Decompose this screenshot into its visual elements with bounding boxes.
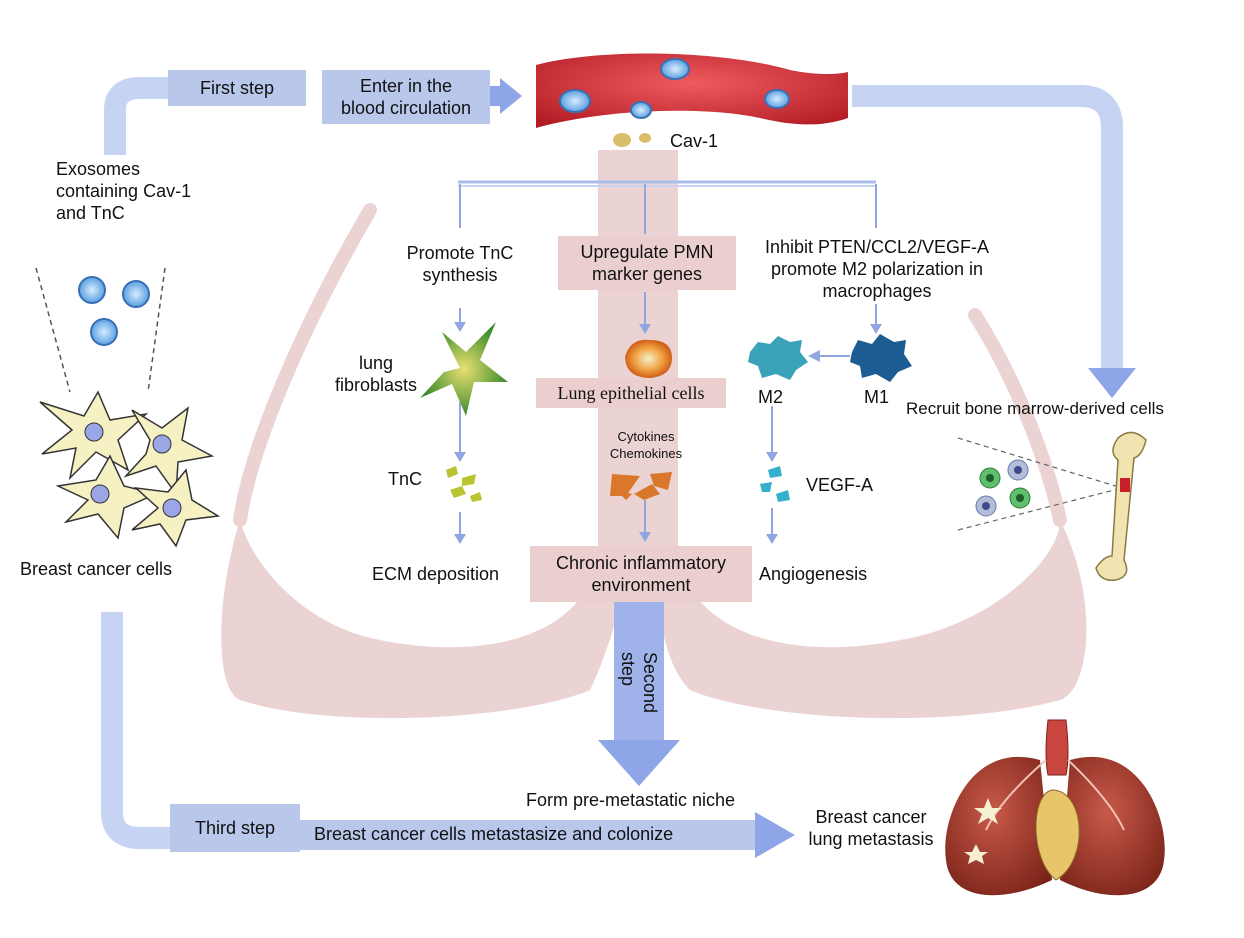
vessel-exosome bbox=[764, 89, 790, 109]
flow-right-head bbox=[1088, 368, 1136, 398]
enter-circulation-box: Enter in the blood circulation bbox=[322, 70, 490, 124]
vegfa-label: VEGF-A bbox=[806, 475, 874, 495]
m2-label: M2 bbox=[758, 387, 784, 407]
lung-epithelial-cell bbox=[625, 339, 672, 378]
third-arrow-shaft bbox=[300, 820, 755, 850]
femur-bone bbox=[1095, 431, 1147, 581]
second-step-label: Second step bbox=[618, 652, 660, 714]
thin-arrows bbox=[454, 292, 882, 544]
breast-cancer-cells bbox=[39, 390, 221, 548]
first-step-box: First step bbox=[168, 70, 306, 106]
cytokines-label: Cytokines Chemokines bbox=[609, 429, 683, 461]
free-exosomes bbox=[78, 276, 150, 346]
cav1-label: Cav-1 bbox=[670, 131, 719, 151]
m1-macrophage bbox=[850, 334, 912, 382]
breast-cancer-cells-label: Breast cancer cells bbox=[20, 559, 173, 579]
flow-left-up bbox=[104, 77, 170, 155]
cav1-particle bbox=[613, 133, 631, 147]
tnc-fragments bbox=[446, 466, 482, 502]
m2-macrophage bbox=[748, 336, 808, 380]
fibroblasts-label: lung fibroblasts bbox=[334, 353, 418, 395]
second-arrow-head bbox=[598, 740, 680, 786]
cytokine-fragments bbox=[610, 472, 672, 500]
first-step-label: First step bbox=[199, 78, 274, 98]
metastasize-label: Breast cancer cells metastasize and colo… bbox=[314, 824, 674, 844]
flow-right-bone bbox=[852, 85, 1123, 368]
lungs-illustration bbox=[945, 719, 1165, 896]
exosomes-label: Exosomes containing Cav-1 and TnC bbox=[56, 159, 192, 223]
blood-vessel bbox=[536, 53, 848, 129]
inhibit-label: Inhibit PTEN/CCL2/VEGF-A promote M2 pola… bbox=[764, 237, 990, 301]
vessel-exosome bbox=[630, 101, 652, 119]
angiogenesis-label: Angiogenesis bbox=[759, 564, 868, 584]
third-arrow-head bbox=[755, 812, 795, 858]
bone-marrow-cells bbox=[975, 459, 1031, 517]
tnc-label: TnC bbox=[388, 469, 423, 489]
vegfa-fragments bbox=[760, 466, 790, 502]
lung-fibroblast-cell bbox=[420, 322, 508, 416]
right-lung-edge bbox=[968, 308, 1067, 527]
enter-arrow bbox=[490, 78, 522, 114]
left-lung-edge bbox=[233, 203, 377, 527]
third-step-box: Third step bbox=[170, 804, 300, 852]
cav1-particle bbox=[639, 133, 651, 143]
promote-tnc-label: Promote TnC synthesis bbox=[406, 243, 514, 285]
upregulate-pmn-box: Upregulate PMN marker genes bbox=[558, 236, 736, 290]
second-arrow-shaft bbox=[614, 600, 664, 740]
vessel-exosome bbox=[559, 89, 591, 113]
ecm-label: ECM deposition bbox=[372, 564, 500, 584]
epithelial-box: Lung epithelial cells bbox=[536, 378, 726, 408]
third-step-label: Third step bbox=[194, 818, 276, 838]
recruit-label: Recruit bone marrow-derived cells bbox=[906, 399, 1164, 418]
m1-label: M1 bbox=[864, 387, 890, 407]
flow-left-down bbox=[101, 612, 170, 849]
lung-silhouette bbox=[221, 150, 1087, 719]
pre-metastatic-niche-label: Form pre-metastatic niche bbox=[526, 790, 736, 810]
vessel-exosome bbox=[660, 58, 690, 80]
chronic-inflammatory-box: Chronic inflammatory environment bbox=[530, 546, 752, 602]
outcome-label: Breast cancer lung metastasis bbox=[808, 807, 934, 849]
